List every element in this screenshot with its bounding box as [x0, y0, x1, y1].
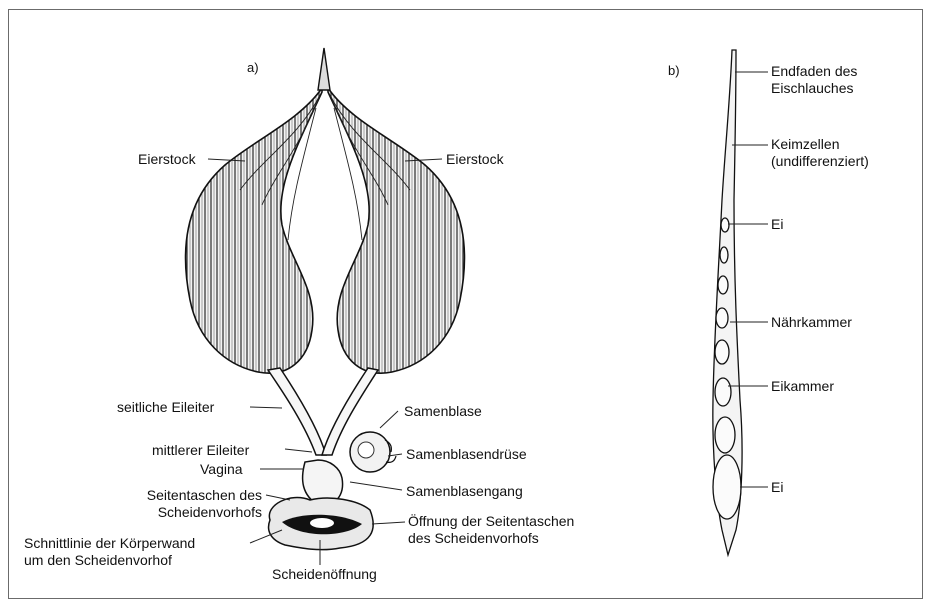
seminal-receptacle: [350, 432, 396, 472]
label-eikammer: Eikammer: [771, 378, 834, 395]
ovariole: [713, 50, 742, 555]
label-scheidenoeffnung: Scheidenöffnung: [272, 566, 377, 583]
label-oeffnung-seitentaschen: Öffnung der Seitentaschen des Scheidenvo…: [408, 513, 574, 547]
label-keimzellen: Keimzellen (undifferenziert): [771, 136, 869, 170]
ovary-left: [186, 88, 322, 373]
label-ei-top: Ei: [771, 216, 783, 233]
label-schnittlinie: Schnittlinie der Körperwand um den Schei…: [24, 535, 195, 569]
vagina-vestibule: [269, 460, 374, 550]
label-ei-bottom: Ei: [771, 479, 783, 496]
label-vagina: Vagina: [200, 461, 243, 478]
label-samenblasendruese: Samenblasendrüse: [406, 446, 527, 463]
label-samenblase: Samenblase: [404, 403, 482, 420]
panel-a-tag: a): [247, 60, 259, 75]
label-mittlerer-eileiter: mittlerer Eileiter: [152, 442, 249, 459]
label-seitliche-eileiter: seitliche Eileiter: [117, 399, 214, 416]
ovary-right: [328, 88, 464, 373]
panel-b-tag: b): [668, 63, 680, 78]
terminal-filament: [318, 48, 330, 90]
label-eierstock-right: Eierstock: [446, 151, 504, 168]
label-samenblasengang: Samenblasengang: [406, 483, 523, 500]
label-naehrkammer: Nährkammer: [771, 314, 852, 331]
label-eierstock-left: Eierstock: [138, 151, 196, 168]
label-seitentaschen: Seitentaschen des Scheidenvorhofs: [66, 487, 262, 521]
label-endfaden: Endfaden des Eischlauches: [771, 63, 857, 97]
